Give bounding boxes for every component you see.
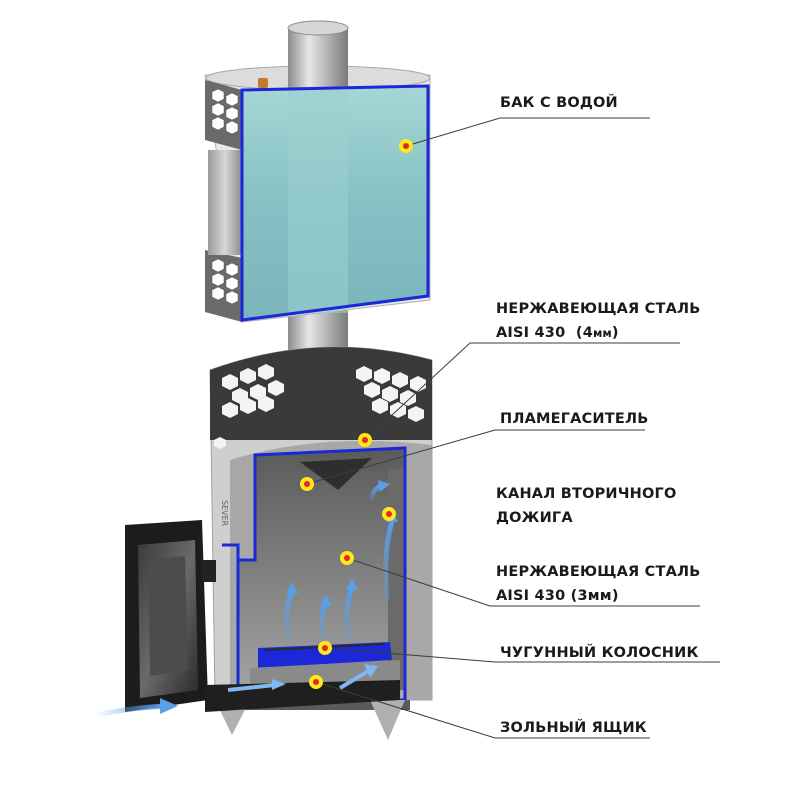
callout-line-steel-3mm	[346, 557, 700, 607]
callout-line-steel-4mm	[364, 342, 680, 441]
label-grate-text: ЧУГУННЫЙ КОЛОСНИК	[500, 645, 699, 661]
label-afterburn-line1: КАНАЛ ВТОРИЧНОГО	[496, 486, 677, 502]
label-steel-4mm-line1: НЕРЖАВЕЮЩАЯ СТАЛЬ	[496, 301, 701, 317]
label-steel-4mm: НЕРЖАВЕЮЩАЯ СТАЛЬ AISI 430 (4мм)	[496, 297, 701, 345]
marker-flame-arrester	[300, 477, 314, 491]
callout-line-ash-box	[315, 681, 650, 739]
marker-grate	[318, 641, 332, 655]
air-intake-arrow	[94, 698, 178, 718]
label-water-tank: БАК С ВОДОЙ	[500, 91, 618, 115]
label-ash-box: ЗОЛЬНЫЙ ЯЩИК	[500, 716, 647, 740]
marker-ash-box	[309, 675, 323, 689]
label-steel-3mm: НЕРЖАВЕЮЩАЯ СТАЛЬ AISI 430 (3мм)	[496, 560, 701, 608]
label-steel-4mm-unit: мм	[593, 326, 612, 340]
label-flame-arrester: ПЛАМЕГАСИТЕЛЬ	[500, 407, 648, 431]
label-ash-box-text: ЗОЛЬНЫЙ ЯЩИК	[500, 720, 647, 736]
marker-water-tank	[399, 139, 413, 153]
airflow-arrows	[94, 480, 398, 718]
water-tank	[204, 60, 431, 323]
tank-cut-outline	[240, 84, 430, 322]
label-afterburn-channel: КАНАЛ ВТОРИЧНОГО ДОЖИГА	[496, 482, 677, 530]
label-steel-3mm-line2: AISI 430 (3мм)	[496, 588, 619, 604]
label-afterburn-line2: ДОЖИГА	[496, 510, 573, 526]
callout-line-flame-arrester	[306, 429, 645, 485]
marker-steel-4mm	[358, 433, 372, 447]
marker-dots	[300, 139, 413, 689]
label-water-tank-text: БАК С ВОДОЙ	[500, 95, 618, 111]
label-steel-4mm-close: )	[611, 325, 619, 341]
label-steel-4mm-num: (4	[575, 325, 593, 341]
label-steel-4mm-line2: AISI 430 (4мм)	[496, 321, 701, 345]
label-flame-arrester-text: ПЛАМЕГАСИТЕЛЬ	[500, 411, 649, 427]
flame-arrester-plate	[300, 458, 372, 490]
firebox-door	[125, 520, 400, 712]
marker-steel-3mm	[340, 551, 354, 565]
label-grate: ЧУГУННЫЙ КОЛОСНИК	[500, 641, 699, 665]
callout-lines	[306, 117, 720, 739]
brand-mark: SEVER	[220, 500, 229, 527]
marker-afterburn-channel	[382, 507, 396, 521]
label-steel-4mm-grade: AISI 430	[496, 325, 566, 341]
callout-line-grate	[324, 647, 720, 663]
callout-line-water-tank	[405, 117, 650, 147]
label-steel-3mm-line1: НЕРЖАВЕЮЩАЯ СТАЛЬ	[496, 564, 701, 580]
